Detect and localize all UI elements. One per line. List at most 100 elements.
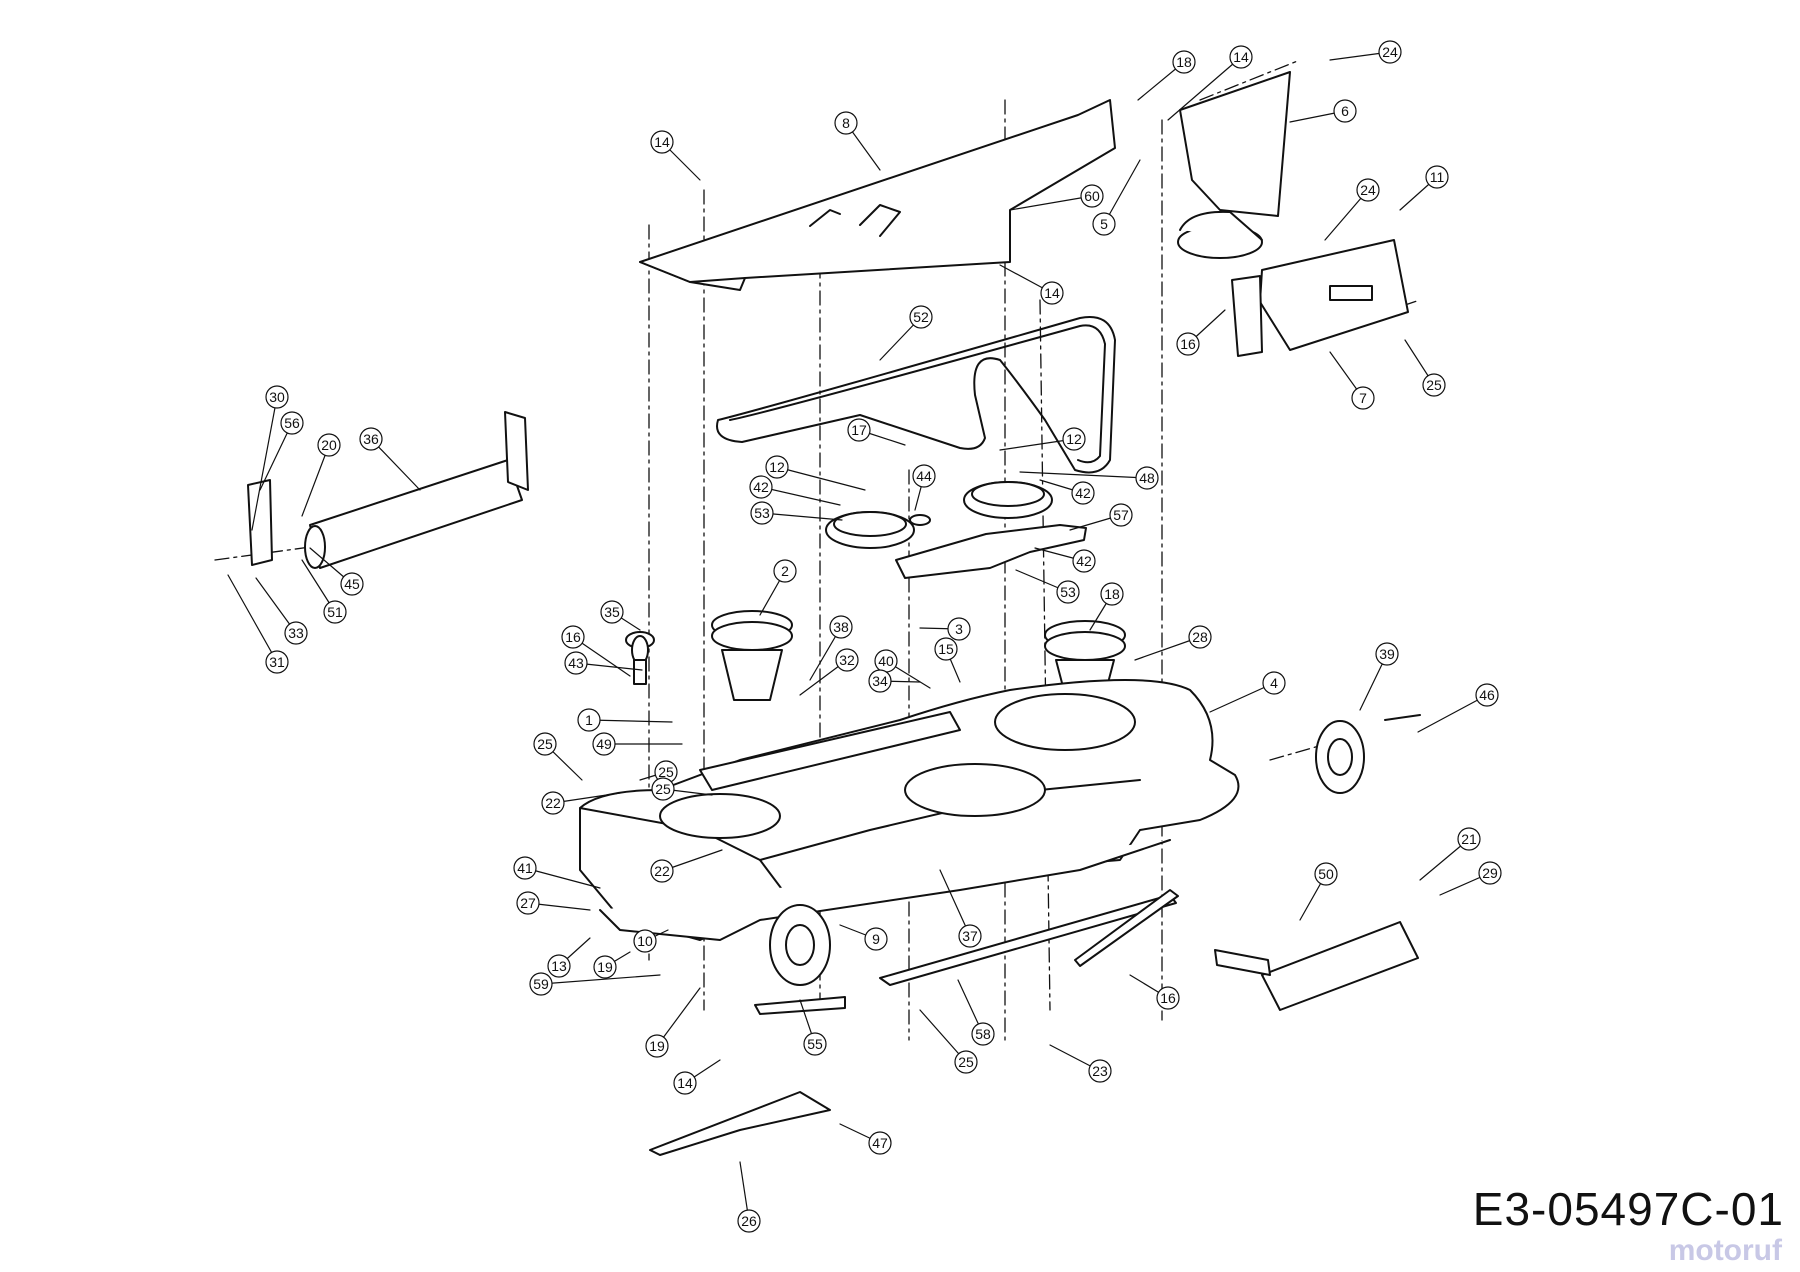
callout-number: 25: [658, 764, 674, 780]
callout-bubble: [1375, 642, 1399, 666]
callout-4: 4: [1209, 671, 1286, 713]
mount-bracket: [1231, 239, 1409, 357]
callout-25: 25: [639, 760, 678, 784]
callout-8: 8: [834, 111, 881, 171]
callout-22: 22: [541, 791, 621, 815]
callout-bubble: [1229, 45, 1253, 69]
callout-number: 16: [565, 629, 581, 645]
callout-19: 19: [645, 987, 701, 1058]
callout-number: 37: [962, 928, 978, 944]
callout-bubble: [947, 617, 971, 641]
callout-number: 38: [833, 619, 849, 635]
callout-14: 14: [673, 1059, 721, 1095]
callout-bubble: [829, 615, 853, 639]
callout-25: 25: [651, 777, 713, 801]
callout-number: 30: [269, 389, 285, 405]
callout-number: 9: [872, 931, 880, 947]
callout-number: 24: [1360, 182, 1376, 198]
callout-52: 52: [879, 305, 933, 361]
callout-number: 57: [1113, 507, 1129, 523]
idler-pulleys: [825, 481, 1087, 579]
callout-number: 60: [1084, 188, 1100, 204]
callout-bubble: [1109, 503, 1133, 527]
callout-41: 41: [513, 856, 601, 889]
callout-53: 53: [1015, 569, 1080, 604]
callout-51: 51: [301, 559, 347, 624]
callout-number: 40: [878, 653, 894, 669]
callout-number: 44: [916, 468, 932, 484]
callout-bubble: [835, 648, 859, 672]
callout-bubble: [834, 111, 858, 135]
callout-number: 35: [604, 604, 620, 620]
callout-33: 33: [255, 577, 308, 645]
callout-bubble: [1080, 184, 1104, 208]
callout-bubble: [1172, 50, 1196, 74]
leader-line: [540, 974, 661, 985]
callout-bubble: [1478, 861, 1502, 885]
callout-24: 24: [1324, 178, 1380, 241]
callout-number: 14: [1044, 285, 1060, 301]
callout-53: 53: [750, 501, 843, 525]
callout-number: 22: [545, 795, 561, 811]
callout-number: 14: [654, 134, 670, 150]
callout-45: 45: [309, 547, 364, 596]
callout-5: 5: [1092, 159, 1141, 236]
callout-16: 16: [1176, 309, 1226, 356]
callout-number: 16: [1180, 336, 1196, 352]
callout-47: 47: [839, 1123, 892, 1155]
leader-line: [1417, 694, 1488, 733]
leader-line: [259, 422, 293, 491]
callout-bubble: [564, 651, 588, 675]
callout-25: 25: [533, 732, 583, 781]
callout-number: 14: [1233, 49, 1249, 65]
callout-28: 28: [1134, 625, 1212, 661]
callout-14: 14: [650, 130, 701, 181]
callout-number: 25: [655, 781, 671, 797]
callout-number: 6: [1341, 103, 1349, 119]
callout-55: 55: [799, 999, 827, 1056]
callout-14: 14: [1167, 45, 1253, 121]
callout-number: 41: [517, 860, 533, 876]
callout-bubble: [1176, 332, 1200, 356]
callout-bubble: [864, 927, 888, 951]
callout-number: 46: [1479, 687, 1495, 703]
callout-bubble: [513, 856, 537, 880]
callout-15: 15: [934, 637, 961, 683]
callout-bubble: [934, 637, 958, 661]
callout-21: 21: [1419, 827, 1481, 881]
callout-3: 3: [919, 617, 971, 641]
leader-line: [939, 869, 971, 937]
callout-bubble: [773, 559, 797, 583]
leader-line: [761, 512, 843, 521]
callout-bubble: [592, 732, 616, 756]
callout-number: 18: [1176, 54, 1192, 70]
callout-number: 27: [520, 895, 536, 911]
callout-number: 55: [807, 1036, 823, 1052]
callout-number: 18: [1104, 586, 1120, 602]
callout-19: 19: [593, 951, 631, 979]
callout-13: 13: [547, 937, 591, 978]
callout-bubble: [971, 1022, 995, 1046]
callout-number: 33: [288, 625, 304, 641]
callout-number: 51: [327, 604, 343, 620]
callout-bubble: [1100, 582, 1124, 606]
rear-deck-shield: [639, 99, 1116, 291]
callout-number: 25: [537, 736, 553, 752]
callout-14: 14: [999, 264, 1064, 305]
callout-bubble: [1457, 827, 1481, 851]
callout-bubble: [1314, 862, 1338, 886]
callout-24: 24: [1329, 40, 1402, 64]
callout-27: 27: [516, 891, 591, 915]
leader-line: [656, 987, 701, 1047]
callout-6: 6: [1289, 99, 1357, 123]
callout-bubble: [673, 1071, 697, 1095]
callout-bubble: [651, 777, 675, 801]
leader-line: [760, 486, 841, 506]
callout-number: 45: [344, 576, 360, 592]
callout-34: 34: [868, 669, 921, 693]
diagram-code: E3-05497C-01: [1472, 1183, 1784, 1235]
callout-number: 3: [955, 621, 963, 637]
callout-bubble: [265, 385, 289, 409]
callout-bubble: [650, 130, 674, 154]
leader-line: [301, 444, 330, 517]
